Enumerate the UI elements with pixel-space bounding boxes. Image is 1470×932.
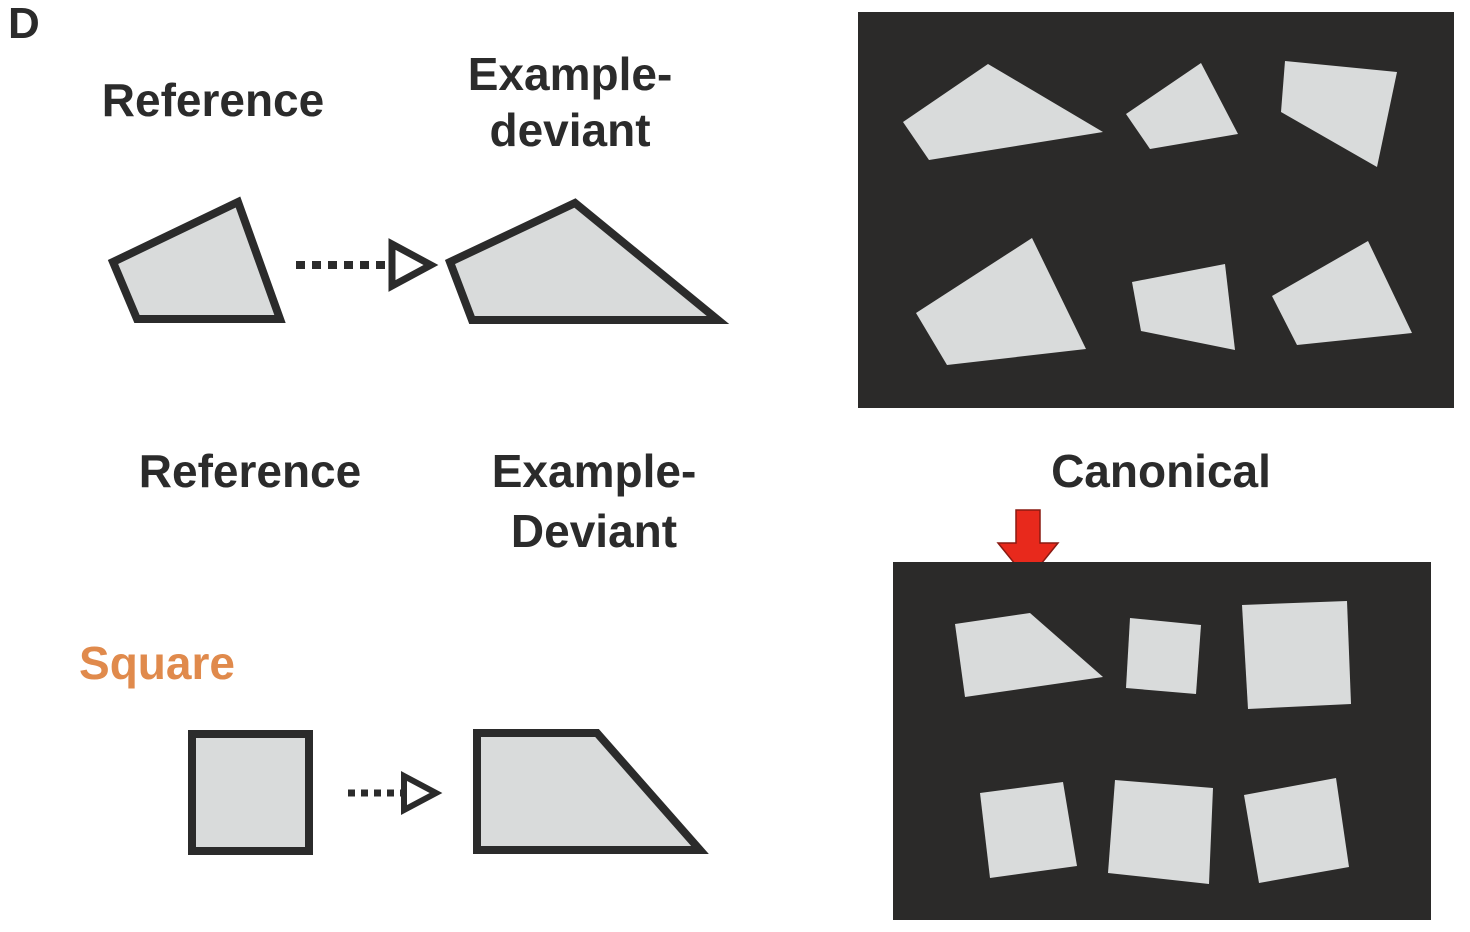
canonical-label: Canonical bbox=[1051, 445, 1271, 497]
category-label-square: Square bbox=[79, 637, 235, 689]
top-display-panel bbox=[858, 12, 1454, 408]
panel-letter: D bbox=[8, 0, 40, 48]
top-reference-label: Reference bbox=[102, 74, 324, 126]
top-deviant-label-line2: deviant bbox=[489, 104, 650, 156]
bottom-reference-shape bbox=[188, 730, 313, 855]
top-display-shape bbox=[903, 64, 1103, 160]
bottom-display-shape bbox=[955, 613, 1103, 697]
bottom-display-panel bbox=[893, 562, 1431, 920]
bottom-display-shape bbox=[980, 782, 1077, 878]
bottom-display-shape bbox=[1242, 601, 1351, 709]
top-display-shape bbox=[1132, 264, 1235, 350]
red-down-arrow-icon bbox=[996, 509, 1060, 582]
bottom-display-shape bbox=[1126, 618, 1201, 694]
top-deviant-shape bbox=[444, 198, 730, 324]
bottom-deviant-shape bbox=[473, 729, 709, 854]
bottom-deviant-label-line2: Deviant bbox=[511, 505, 677, 557]
bottom-dotted-arrow-icon bbox=[348, 771, 443, 815]
top-display-shape bbox=[916, 238, 1086, 365]
bottom-display-shape bbox=[1108, 780, 1213, 884]
top-display-shape bbox=[1281, 61, 1397, 167]
top-dotted-arrow-icon bbox=[296, 238, 439, 292]
bottom-reference-label: Reference bbox=[139, 445, 361, 497]
bottom-deviant-label-line1: Example- bbox=[492, 445, 697, 497]
top-display-shape bbox=[1272, 241, 1412, 345]
top-display-shape bbox=[1126, 63, 1238, 149]
top-reference-shape bbox=[107, 196, 286, 323]
top-deviant-label-line1: Example- bbox=[468, 48, 673, 100]
bottom-display-shape bbox=[1244, 778, 1349, 883]
